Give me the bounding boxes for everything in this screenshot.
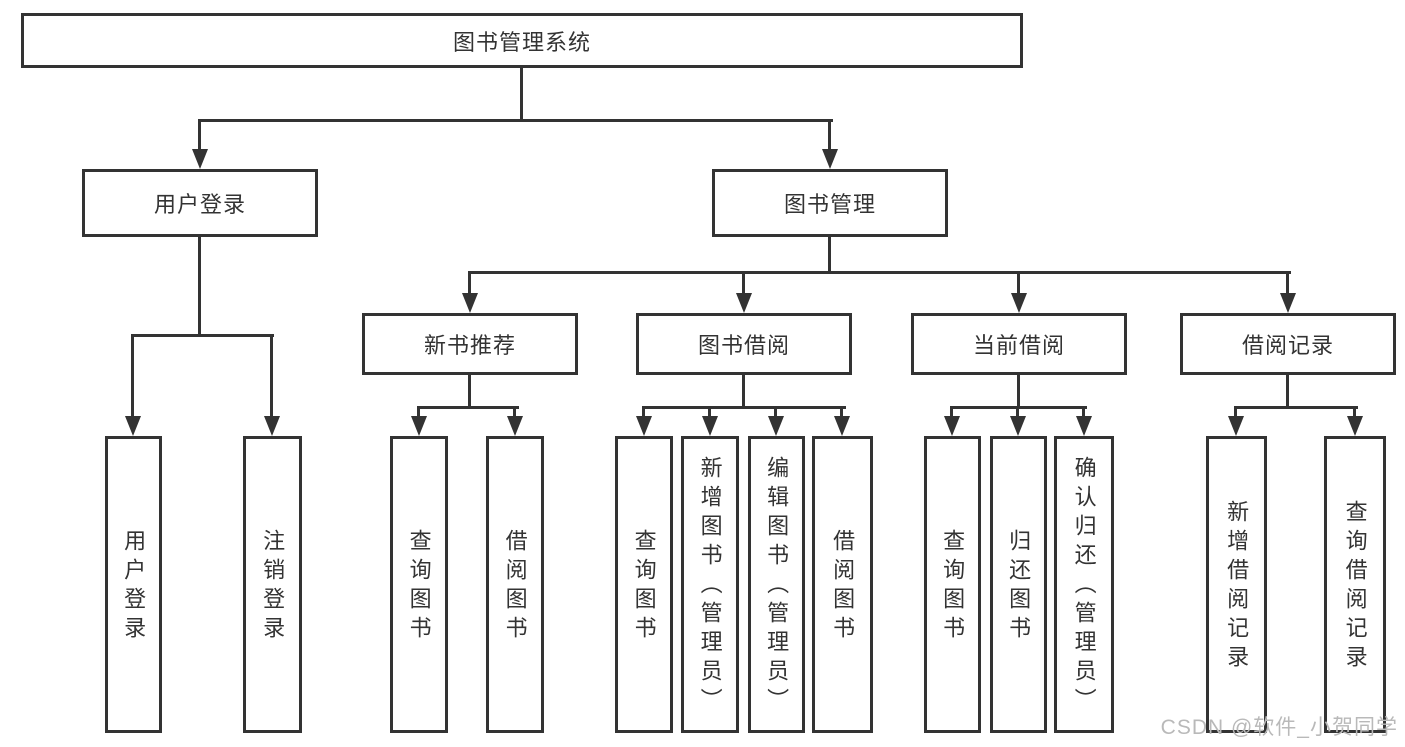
arrow-down-icon (125, 416, 141, 436)
node-current-borrowing: 当前借阅 (911, 313, 1127, 375)
connector-shaft (417, 406, 420, 416)
connector-shaft (950, 406, 953, 416)
leaf-borrow-books: 借阅图书 (812, 436, 873, 733)
connector-shaft (840, 406, 843, 416)
connector-records-drop (1286, 373, 1289, 409)
connector-shaft (198, 119, 201, 149)
arrow-down-icon (702, 416, 718, 436)
connector-records-span (1234, 406, 1358, 409)
leaf-query-books-current: 查询图书 (924, 436, 981, 733)
connector-newbook-span (417, 406, 519, 409)
node-book-borrowing: 图书借阅 (636, 313, 852, 375)
node-book-management: 图书管理 (712, 169, 948, 237)
arrow-down-icon (1347, 416, 1363, 436)
connector-borrowing-span (642, 406, 846, 409)
csdn-watermark: CSDN @软件_小贺同学 (1160, 716, 1398, 739)
node-user-login: 用户登录 (82, 169, 318, 237)
arrow-down-icon (768, 416, 784, 436)
arrow-down-icon (1228, 416, 1244, 436)
arrow-down-icon (264, 416, 280, 436)
connector-userlogin-drop (198, 234, 201, 337)
leaf-user-login: 用户登录 (105, 436, 162, 733)
connector-shaft (1353, 406, 1356, 416)
arrow-down-icon (636, 416, 652, 436)
connector-shaft (708, 406, 711, 416)
leaf-edit-books-admin: 编辑图书（管理员） (748, 436, 805, 733)
leaf-add-books-admin: 新增图书（管理员） (681, 436, 739, 733)
leaf-confirm-return-admin: 确认归还（管理员） (1054, 436, 1114, 733)
arrow-down-icon (944, 416, 960, 436)
arrow-down-icon (411, 416, 427, 436)
arrow-down-icon (822, 149, 838, 169)
connector-shaft (774, 406, 777, 416)
connector-borrowing-drop (742, 373, 745, 409)
connector-bookmgmt-drop (828, 234, 831, 274)
leaf-add-borrow-record: 新增借阅记录 (1206, 436, 1267, 733)
arrow-down-icon (736, 293, 752, 313)
connector-userlogin-span (131, 334, 274, 337)
connector-shaft (1234, 406, 1237, 416)
arrow-down-icon (1280, 293, 1296, 313)
leaf-query-books-recommend: 查询图书 (390, 436, 448, 733)
connector-shaft (1017, 271, 1020, 293)
node-borrowing-records: 借阅记录 (1180, 313, 1396, 375)
arrow-down-icon (507, 416, 523, 436)
node-library-management-system: 图书管理系统 (21, 13, 1023, 68)
connector-root-span (198, 119, 833, 122)
connector-newbook-drop (468, 373, 471, 409)
connector-shaft (1016, 406, 1019, 416)
arrow-down-icon (1076, 416, 1092, 436)
leaf-logout: 注销登录 (243, 436, 302, 733)
arrow-down-icon (1011, 293, 1027, 313)
connector-shaft (828, 119, 831, 149)
connector-shaft (1286, 271, 1289, 293)
node-new-book-recommendation: 新书推荐 (362, 313, 578, 375)
connector-shaft (513, 406, 516, 416)
connector-shaft (1082, 406, 1085, 416)
connector-root-drop (520, 66, 523, 121)
leaf-query-borrow-record: 查询借阅记录 (1324, 436, 1386, 733)
connector-shaft (468, 271, 471, 293)
connector-shaft (642, 406, 645, 416)
arrow-down-icon (1010, 416, 1026, 436)
connector-bookmgmt-span (468, 271, 1291, 274)
connector-current-drop (1017, 373, 1020, 409)
connector-shaft (742, 271, 745, 293)
arrow-down-icon (462, 293, 478, 313)
connector-shaft (270, 334, 273, 416)
leaf-return-books: 归还图书 (990, 436, 1047, 733)
arrow-down-icon (834, 416, 850, 436)
leaf-query-books-borrowing: 查询图书 (615, 436, 673, 733)
connector-shaft (131, 334, 134, 416)
arrow-down-icon (192, 149, 208, 169)
leaf-borrow-books-recommend: 借阅图书 (486, 436, 544, 733)
